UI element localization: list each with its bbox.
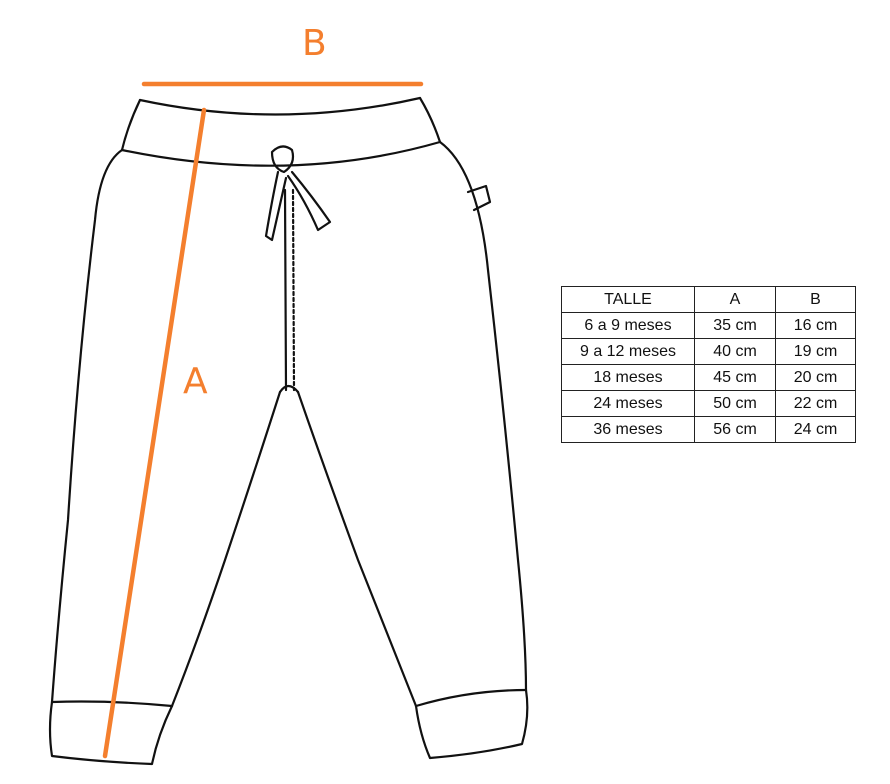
measure-a-cell: 50 cm [694,390,776,417]
size-cell: 9 a 12 meses [561,338,695,365]
header-cell-talle: TALLE [561,286,695,313]
measure-a-cell: 40 cm [694,338,776,365]
table-row: 36 meses 56 cm 24 cm [561,416,856,443]
table-row: 9 a 12 meses 40 cm 19 cm [561,338,856,365]
dimension-label-a: A [183,361,208,402]
table-row: 6 a 9 meses 35 cm 16 cm [561,312,856,339]
size-cell: 36 meses [561,416,695,443]
dimension-label-b: B [302,23,327,64]
measure-b-cell: 19 cm [775,338,856,365]
size-cell: 6 a 9 meses [561,312,695,339]
size-cell: 18 meses [561,364,695,391]
measure-b-cell: 16 cm [775,312,856,339]
table-row: 18 meses 45 cm 20 cm [561,364,856,391]
measure-a-cell: 35 cm [694,312,776,339]
header-cell-b: B [775,286,856,313]
measure-b-cell: 20 cm [775,364,856,391]
table-header-row: TALLE A B [561,286,856,313]
size-cell: 24 meses [561,390,695,417]
dimension-line-a [102,107,207,759]
pants-outline [48,96,529,766]
header-cell-a: A [694,286,776,313]
measure-a-cell: 45 cm [694,364,776,391]
measure-a-cell: 56 cm [694,416,776,443]
measure-b-cell: 22 cm [775,390,856,417]
size-table: TALLE A B 6 a 9 meses 35 cm 16 cm 9 a 12… [561,286,856,443]
dimension-lines [102,81,424,759]
measure-b-cell: 24 cm [775,416,856,443]
table-row: 24 meses 50 cm 22 cm [561,390,856,417]
